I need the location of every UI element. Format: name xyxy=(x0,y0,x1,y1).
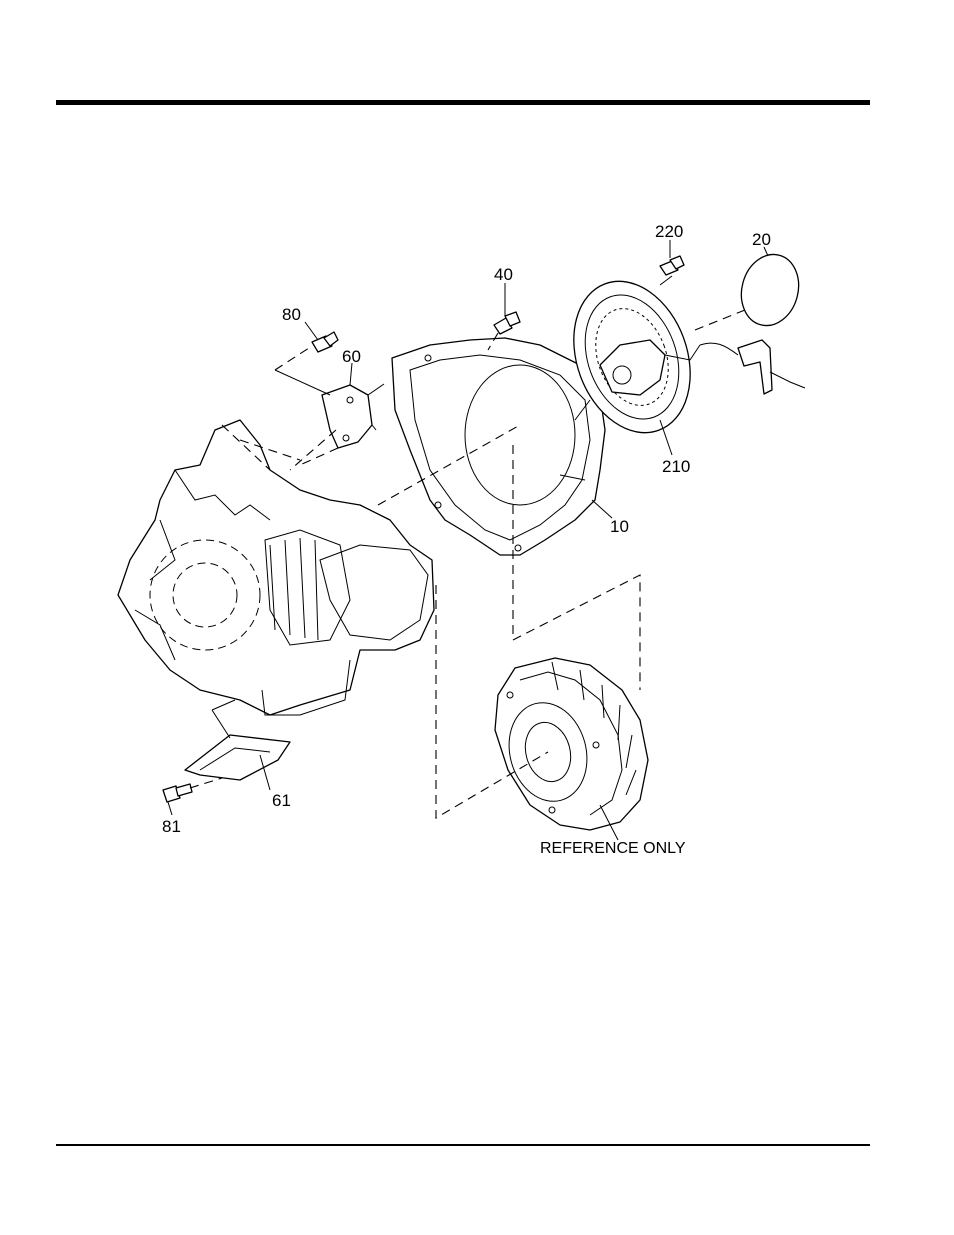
part-80-bolt xyxy=(312,332,338,352)
callout-220: 220 xyxy=(655,222,683,241)
reference-only-label: REFERENCE ONLY xyxy=(540,840,686,857)
callout-80: 80 xyxy=(282,305,301,324)
engine-block xyxy=(118,420,434,715)
callout-20: 20 xyxy=(752,230,771,249)
callout-60: 60 xyxy=(342,347,361,366)
callout-210: 210 xyxy=(662,457,690,476)
blower-housing-10 xyxy=(392,338,605,555)
part-220-bolt xyxy=(660,256,684,275)
part-81-bolt xyxy=(163,784,192,802)
part-60-bracket xyxy=(322,384,384,448)
callout-61: 61 xyxy=(272,791,291,810)
callout-40: 40 xyxy=(494,265,513,284)
part-20-decal xyxy=(734,248,807,332)
flywheel-reference xyxy=(495,658,648,830)
part-40-bolt xyxy=(494,312,520,334)
callout-81: 81 xyxy=(162,817,181,836)
callout-10: 10 xyxy=(610,517,629,536)
